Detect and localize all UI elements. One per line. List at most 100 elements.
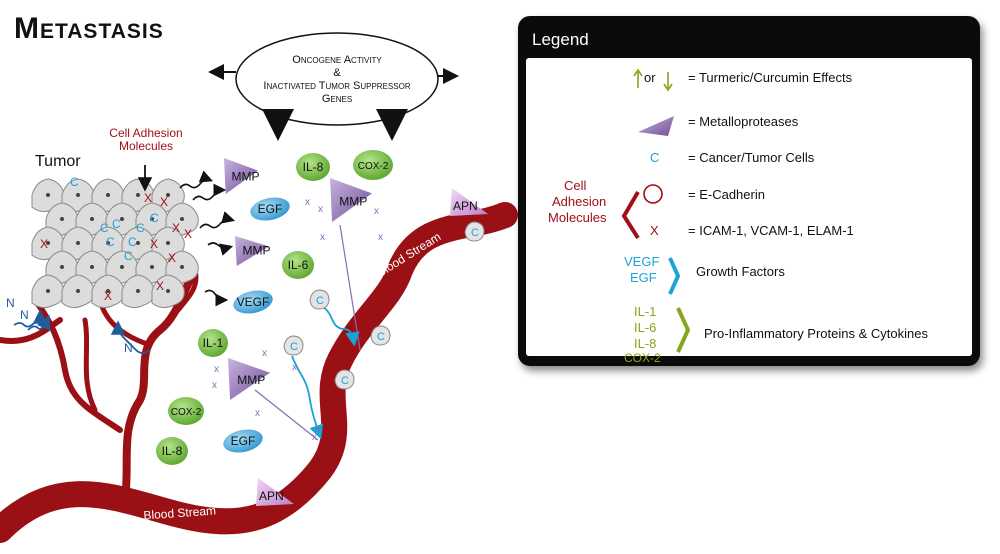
apn-icon [450, 188, 488, 216]
adhesion-mark: x [214, 364, 219, 375]
apn-label: APN [453, 199, 478, 213]
oncogene-line1: Oncogene Activity [292, 54, 382, 66]
free-cancer-cell-label: C [471, 227, 479, 239]
free-cancer-cell-label: C [341, 375, 349, 387]
adhesion-mark: x [318, 204, 323, 215]
legend-cam-3: Molecules [548, 210, 607, 225]
cell-nucleus [136, 193, 140, 197]
legend-ecad: = E-Cadherin [688, 187, 765, 202]
mmp-icon [228, 358, 270, 400]
cancer-cell-label: C [150, 211, 159, 225]
cancer-cell-label: C [124, 249, 133, 263]
il6-icon [282, 251, 314, 279]
adhesion-x-label: X [160, 195, 168, 209]
legend-egf: EGF [630, 270, 657, 285]
legend-body: or = Turmeric/Curcumin Effects = Metallo… [526, 58, 972, 365]
adhesion-x-label: X [150, 237, 158, 251]
adhesion-x-label: X [40, 237, 48, 251]
cytokine-brace [676, 307, 691, 353]
adhesion-mark: x [292, 362, 297, 373]
mmp-tethers [254, 224, 361, 441]
egf-label: EGF [231, 434, 256, 448]
mmp-label: MMP [242, 244, 270, 258]
legend-turmeric: = Turmeric/Curcumin Effects [688, 70, 853, 85]
n-arrows [13, 309, 151, 354]
adhesion-mark: x [374, 206, 379, 217]
cancer-cell-label: C [136, 221, 145, 235]
cell-nucleus [166, 289, 170, 293]
cancer-cell-label: C [128, 235, 137, 249]
adhesion-x-label: X [168, 251, 176, 265]
metalloprotease-icon [638, 116, 674, 136]
adhesion-x-label: X [172, 221, 180, 235]
secretion-arrows [137, 165, 236, 307]
cell-nucleus [46, 193, 50, 197]
adhesion-mark: x [378, 232, 383, 243]
adhesion-x-label: X [156, 279, 164, 293]
adhesion-x-label: X [144, 191, 152, 205]
n-label-2: N [20, 308, 29, 322]
adhesion-x-label: X [184, 227, 192, 241]
legend-proinflam: Pro-Inflammatory Proteins & Cytokines [704, 326, 928, 341]
egf-icon [250, 197, 290, 221]
il1-icon [198, 329, 228, 357]
legend-cancer: = Cancer/Tumor Cells [688, 150, 815, 165]
adhesion-x-label: X [104, 289, 112, 303]
free-cancer-cell [309, 289, 330, 310]
egf-label: EGF [258, 202, 283, 216]
cell-nucleus [136, 241, 140, 245]
cell-nucleus [150, 265, 154, 269]
n-label-3: N [124, 341, 133, 355]
legend-il8: IL-8 [634, 336, 657, 351]
cox2-icon [353, 150, 393, 180]
il8-label: IL-8 [162, 444, 183, 458]
cell-nucleus [180, 265, 184, 269]
cancer-cell-label: C [112, 217, 121, 231]
cell-nucleus [46, 289, 50, 293]
migration-arrows [291, 304, 360, 440]
oncogene-bubble [208, 32, 459, 141]
legend-metallo: = Metalloproteases [688, 114, 799, 129]
il8-icon [296, 153, 330, 181]
legend-vegf: VEGF [624, 254, 660, 269]
legend-cox2: COX-2 [624, 351, 661, 365]
cell-nucleus [120, 265, 124, 269]
cell-nucleus [166, 241, 170, 245]
adhesion-mark: x [320, 232, 325, 243]
page-title: Metastasis [14, 12, 164, 45]
oncogene-line2: & [333, 67, 341, 79]
legend-x-symbol: X [650, 223, 659, 238]
legend-panel: Legend or = Turmeric/Curcumin Effects = … [518, 16, 980, 366]
il6-label: IL-6 [288, 258, 309, 272]
cell-nucleus [106, 241, 110, 245]
cox2-icon [168, 397, 204, 425]
free-cancer-cell [283, 335, 304, 356]
free-cancer-cell-label: C [377, 331, 385, 343]
oncogene-line4: Genes [322, 93, 352, 105]
cam-label-1: Cell Adhesion [109, 126, 182, 140]
legend-growth: Growth Factors [696, 264, 785, 279]
blood-stream-label-bottom: Blood Stream [143, 503, 217, 522]
egf-icon [223, 429, 263, 453]
mmp-icon [235, 236, 269, 266]
legend-cam-2: Adhesion [552, 194, 607, 209]
adhesion-mark: x [316, 424, 321, 435]
cell-nucleus [136, 289, 140, 293]
e-cadherin-icon [643, 184, 663, 204]
mmp-label: MMP [237, 373, 265, 387]
cancer-cell-label: C [70, 175, 79, 189]
legend-il1: IL-1 [634, 304, 657, 319]
adhesion-mark: x [262, 348, 267, 359]
legend-icam: = ICAM-1, VCAM-1, ELAM-1 [688, 223, 854, 238]
free-cancer-cell [464, 221, 485, 242]
adhesion-mark: x [362, 190, 367, 201]
cam-label-2: Molecules [119, 139, 173, 153]
molecules: Oncogene Activity&Inactivated Tumor Supp… [6, 54, 488, 523]
cell-nucleus [60, 265, 64, 269]
legend-c-symbol: C [650, 150, 660, 165]
apn-label: APN [259, 489, 284, 503]
vegf-icon [233, 290, 273, 314]
adhesion-mark: x [312, 432, 317, 443]
